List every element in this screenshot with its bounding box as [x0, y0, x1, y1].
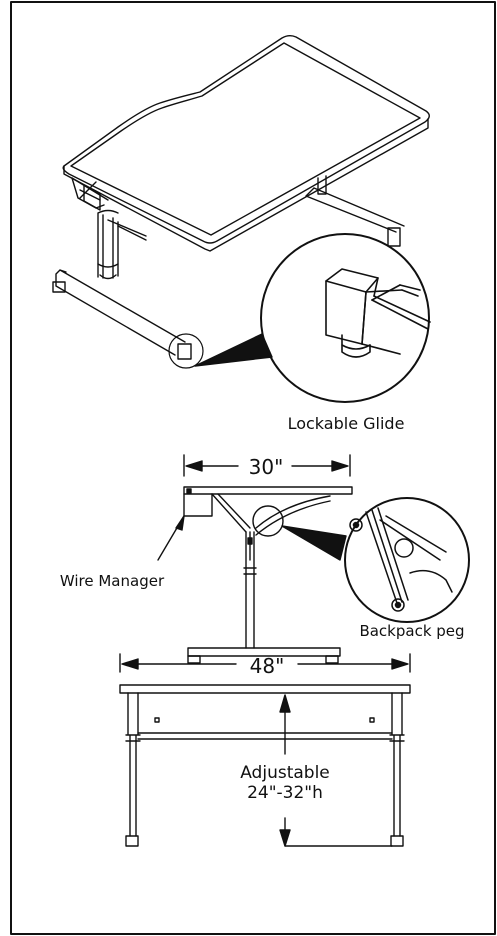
side-top — [183, 486, 353, 495]
length-arrow-left — [121, 658, 139, 670]
top-screw — [186, 488, 192, 494]
width-arrow-right — [331, 460, 349, 472]
side-column-collar — [243, 567, 257, 575]
length-dim-ext — [119, 653, 411, 673]
adjustable-label: Adjustable — [240, 763, 330, 783]
length-dim-label: 48" — [250, 654, 285, 678]
rear-right-glide — [387, 227, 401, 247]
front-right-leg — [389, 692, 405, 837]
front-leg-collar — [97, 263, 119, 268]
width-dim-ext — [183, 454, 351, 477]
front-crossbar — [137, 732, 393, 740]
width-dim-label: 30" — [249, 455, 284, 479]
peg-callout-wedge — [281, 525, 347, 561]
front-view: 48" Adjustable 24"-32"h — [119, 653, 411, 847]
page-border — [10, 1, 496, 935]
rear-leg — [317, 175, 327, 195]
glide-label: Lockable Glide — [288, 414, 405, 433]
side-view: 30" Wire Manager — [60, 454, 470, 664]
frame-left-bracket — [71, 177, 109, 209]
length-arrow-right — [391, 658, 409, 670]
height-range-label: 24"-32"h — [247, 783, 323, 803]
front-leg-upper — [102, 214, 114, 279]
wire-manager-label: Wire Manager — [60, 572, 165, 590]
leg-gusset — [107, 219, 147, 241]
isometric-desk: Lockable Glide — [52, 35, 431, 433]
side-peg-dot — [247, 537, 253, 545]
desk-top-inner-edge — [70, 42, 421, 236]
side-brace-left — [211, 493, 251, 533]
front-top — [119, 684, 411, 694]
front-hole-right — [369, 717, 375, 723]
glide-callout-wedge — [194, 333, 273, 367]
front-left-glide — [125, 835, 139, 847]
side-glide-right — [325, 655, 339, 664]
desk-top-surface — [62, 35, 430, 244]
side-glide-left — [187, 655, 201, 664]
height-arrow-top — [279, 694, 291, 713]
front-leg-column — [97, 209, 119, 280]
front-left-leg — [125, 692, 141, 837]
desk-top-edge — [63, 118, 429, 252]
peg-highlight-circle — [252, 505, 284, 537]
side-base — [187, 647, 341, 657]
rear-base-runner — [305, 187, 405, 233]
wire-tray — [83, 184, 101, 211]
wire-pointer-head — [175, 515, 185, 531]
rear-glide — [52, 281, 66, 293]
glide-magnifier — [260, 233, 430, 403]
peg-magnifier — [344, 497, 470, 623]
height-arrow-bottom — [279, 829, 291, 847]
side-column — [245, 531, 255, 649]
width-arrow-left — [185, 460, 203, 472]
front-glide — [177, 343, 192, 360]
peg-closeup — [349, 507, 453, 612]
front-hole-left — [154, 717, 160, 723]
glide-closeup — [325, 268, 431, 358]
backpack-peg-label: Backpack peg — [359, 622, 464, 640]
side-wire-manager — [183, 493, 213, 517]
side-brace-right — [255, 495, 331, 536]
glide-highlight-circle — [168, 333, 204, 369]
front-base-runner — [55, 269, 186, 356]
front-right-glide — [390, 835, 404, 847]
